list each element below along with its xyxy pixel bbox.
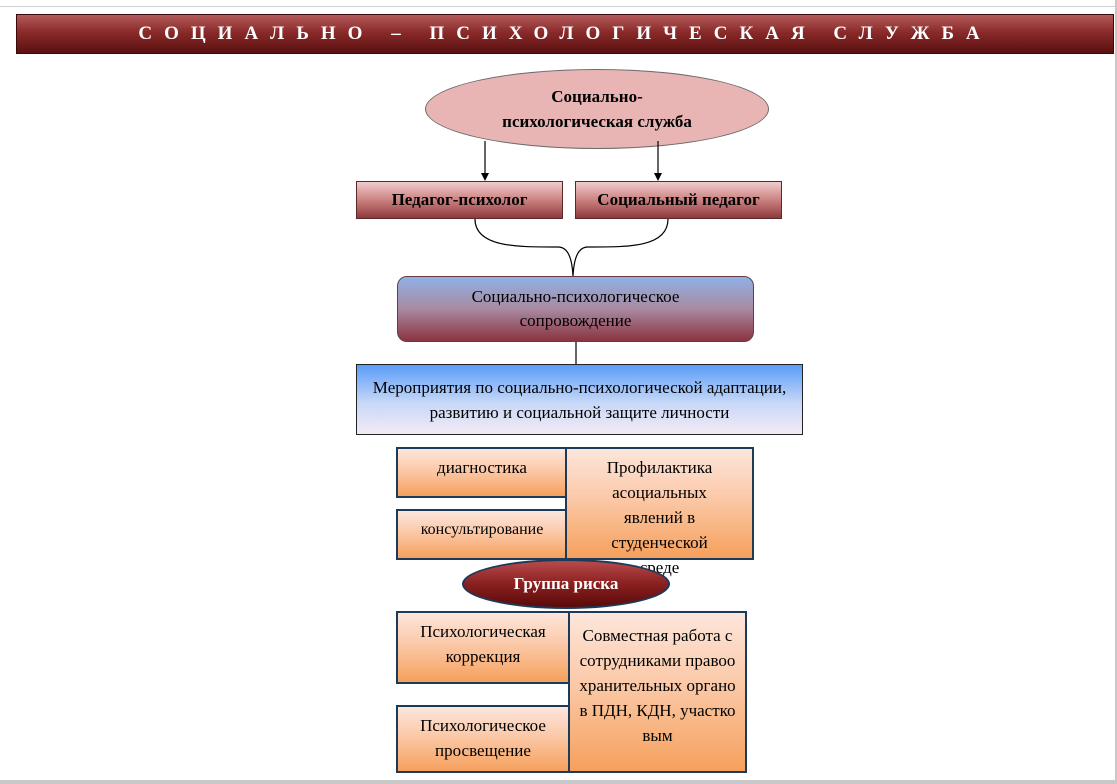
arrowhead-psychologist <box>481 173 489 181</box>
education-label: Психологическое просвещение <box>420 716 546 760</box>
consulting-box: консультирование <box>396 509 568 560</box>
window-top-edge <box>0 0 1117 7</box>
role-psychologist-label: Педагог-психолог <box>391 190 528 209</box>
cooperation-box: Совместная работа с сотрудниками правоох… <box>568 611 747 773</box>
page-title: СОЦИАЛЬНО – ПСИХОЛОГИЧЕСКАЯ СЛУЖБА <box>138 23 992 44</box>
role-social-pedagogue-label: Социальный педагог <box>597 190 760 209</box>
education-box: Психологическое просвещение <box>396 705 570 773</box>
diagnostics-label: диагностика <box>437 458 527 477</box>
measures-box: Мероприятия по социально-психологической… <box>356 364 803 435</box>
prevention-label: Профилактика асоциальных явлений в студе… <box>606 458 713 577</box>
measures-label: Мероприятия по социально-психологической… <box>372 377 787 422</box>
title-banner: СОЦИАЛЬНО – ПСИХОЛОГИЧЕСКАЯ СЛУЖБА <box>16 14 1114 54</box>
correction-box: Психологическая коррекция <box>396 611 570 684</box>
risk-group-label: Группа риска <box>513 574 619 593</box>
role-social-pedagogue-box: Социальный педагог <box>575 181 782 219</box>
arrowhead-social-pedagogue <box>654 173 662 181</box>
role-psychologist-box: Педагог-психолог <box>356 181 563 219</box>
service-label-line1: Социально- <box>551 87 643 106</box>
diagnostics-box: диагностика <box>396 447 568 498</box>
accompaniment-label: Социально-психологическое сопровождение <box>471 287 680 330</box>
prevention-box: Профилактика асоциальных явлений в студе… <box>565 447 754 577</box>
accompaniment-box: Социально-психологическое сопровождение <box>397 276 754 342</box>
window-right-edge <box>1115 0 1117 784</box>
service-label-line2: психологическая служба <box>502 112 692 131</box>
risk-group-ellipse: Группа риска <box>462 559 670 609</box>
cooperation-label: Совместная работа с сотрудниками правоох… <box>579 626 736 745</box>
service-ellipse: Социально- психологическая служба <box>425 69 769 149</box>
service-label: Социально- психологическая служба <box>502 84 692 134</box>
consulting-label: консультирование <box>420 521 544 538</box>
window-bottom-edge <box>0 780 1117 784</box>
brace-connector <box>474 218 669 277</box>
correction-label: Психологическая коррекция <box>420 622 546 666</box>
